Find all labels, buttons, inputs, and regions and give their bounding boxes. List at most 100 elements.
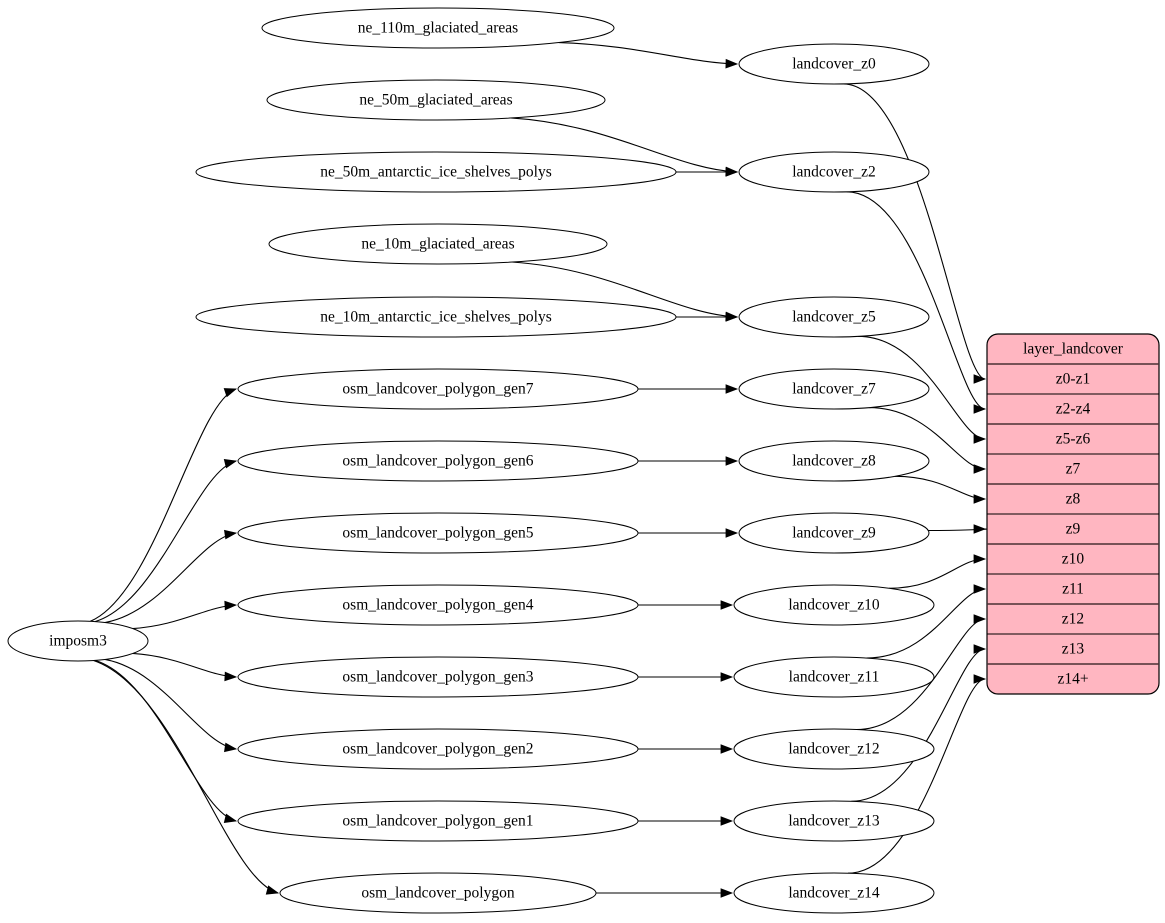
edge-arrowhead (725, 58, 739, 69)
node-label: landcover_z9 (792, 525, 876, 542)
table-row-z0-z1[interactable]: z0-z1 (987, 364, 1159, 394)
node-shape (733, 872, 935, 914)
node-shape (733, 728, 935, 770)
edges-layer (90, 41, 988, 898)
node-osm-landcover-polygon-gen2[interactable]: osm_landcover_polygon_gen2 (237, 728, 639, 770)
edge-arrowhead (720, 816, 734, 826)
node-shape (237, 728, 639, 770)
node-label: landcover_z13 (788, 813, 879, 830)
edge-landcover-z5-to-z5-z6 (857, 335, 986, 440)
table-row-z7[interactable]: z7 (987, 454, 1159, 484)
node-osm-landcover-polygon-gen4[interactable]: osm_landcover_polygon_gen4 (237, 584, 639, 626)
edge-arrowhead (725, 528, 739, 538)
node-label: ne_10m_antarctic_ice_shelves_polys (320, 309, 552, 326)
edge-arrowhead (224, 742, 238, 753)
table-row-z12[interactable]: z12 (987, 604, 1159, 634)
edge-arrowhead (973, 464, 987, 474)
node-osm-landcover-polygon[interactable]: osm_landcover_polygon (279, 872, 597, 914)
node-osm-landcover-polygon-gen3[interactable]: osm_landcover_polygon_gen3 (237, 656, 639, 698)
table-row-z13[interactable]: z13 (987, 634, 1159, 664)
node-osm-landcover-polygon-gen6[interactable]: osm_landcover_polygon_gen6 (237, 440, 639, 482)
table-row-z9[interactable]: z9 (987, 514, 1159, 544)
table-row-label: z9 (1066, 521, 1081, 538)
table-row-label: z0-z1 (1056, 371, 1090, 388)
node-osm-landcover-polygon-gen5[interactable]: osm_landcover_polygon_gen5 (237, 512, 639, 554)
node-landcover-z8[interactable]: landcover_z8 (738, 440, 930, 482)
node-ne-50m-antarctic-ice-shelves-polys[interactable]: ne_50m_antarctic_ice_shelves_polys (195, 151, 677, 193)
edge-arrowhead (725, 384, 739, 394)
edge-ne-110m-glaciated-areas-to-landcover-z0 (558, 41, 738, 65)
node-ne-10m-glaciated-areas[interactable]: ne_10m_glaciated_areas (268, 223, 608, 265)
table-row-z8[interactable]: z8 (987, 484, 1159, 514)
table-row-z10[interactable]: z10 (987, 544, 1159, 574)
edge-arrowhead (973, 524, 987, 534)
table-row-label: z10 (1062, 551, 1085, 568)
node-landcover-z12[interactable]: landcover_z12 (733, 728, 935, 770)
node-shape (195, 151, 677, 193)
node-shape (237, 800, 639, 842)
node-ne-50m-glaciated-areas[interactable]: ne_50m_glaciated_areas (266, 79, 606, 121)
node-landcover-z13[interactable]: landcover_z13 (733, 800, 935, 842)
edge-arrowhead (224, 671, 238, 682)
node-landcover-z11[interactable]: landcover_z11 (733, 656, 935, 698)
edge-arrowhead (725, 167, 739, 177)
edge-imposm3-to-osm-landcover-polygon-gen1 (94, 659, 237, 822)
node-imposm3[interactable]: imposm3 (7, 620, 149, 662)
edge-arrowhead (973, 584, 987, 594)
node-landcover-z14[interactable]: landcover_z14 (733, 872, 935, 914)
edge-arrowhead (725, 456, 739, 466)
table-row-z14+[interactable]: z14+ (987, 664, 1159, 694)
node-label: osm_landcover_polygon_gen6 (342, 453, 533, 470)
node-label: osm_landcover_polygon_gen3 (342, 669, 533, 686)
edge-arrowhead (725, 312, 739, 322)
edge-arrowhead (224, 600, 238, 611)
table-row-z2-z4[interactable]: z2-z4 (987, 394, 1159, 424)
node-shape (738, 512, 930, 554)
edge-imposm3-to-osm-landcover-polygon (93, 659, 279, 894)
node-shape (237, 656, 639, 698)
node-osm-landcover-polygon-gen7[interactable]: osm_landcover_polygon_gen7 (237, 368, 639, 410)
node-label: osm_landcover_polygon (361, 885, 515, 902)
node-shape (733, 656, 935, 698)
table-row-label: z13 (1062, 641, 1085, 658)
node-label: landcover_z11 (789, 669, 880, 686)
nodes-layer: imposm3 ne_110m_glaciated_areas ne_50m_gla… (7, 7, 935, 914)
edge-arrowhead (223, 388, 238, 398)
node-landcover-z5[interactable]: landcover_z5 (738, 296, 930, 338)
node-landcover-z2[interactable]: landcover_z2 (738, 151, 930, 193)
node-label: osm_landcover_polygon_gen5 (342, 525, 533, 542)
table-row-label: z14+ (1057, 671, 1088, 688)
node-label: landcover_z8 (792, 453, 876, 470)
node-landcover-z0[interactable]: landcover_z0 (738, 43, 930, 85)
edge-imposm3-to-osm-landcover-polygon-gen4 (132, 604, 237, 630)
node-shape (738, 151, 930, 193)
node-ne-110m-glaciated-areas[interactable]: ne_110m_glaciated_areas (261, 7, 615, 49)
table-row-label: z12 (1062, 611, 1084, 628)
table-row-z5-z6[interactable]: z5-z6 (987, 424, 1159, 454)
edge-arrowhead (223, 813, 238, 823)
edge-landcover-z14-to-z14+ (847, 678, 986, 874)
table-row-label: z2-z4 (1056, 401, 1091, 418)
node-label: landcover_z14 (788, 885, 879, 902)
node-shape (261, 7, 615, 49)
edge-arrowhead (973, 674, 987, 684)
node-landcover-z10[interactable]: landcover_z10 (733, 584, 935, 626)
node-landcover-z7[interactable]: landcover_z7 (738, 368, 930, 410)
table-header-label: layer_landcover (1023, 341, 1124, 358)
edge-arrowhead (223, 459, 238, 469)
edge-imposm3-to-osm-landcover-polygon-gen5 (104, 532, 237, 624)
node-label: ne_110m_glaciated_areas (358, 20, 518, 37)
edge-arrowhead (265, 885, 280, 895)
node-label: osm_landcover_polygon_gen2 (342, 741, 533, 758)
node-label: ne_50m_antarctic_ice_shelves_polys (320, 164, 552, 181)
edge-arrowhead (973, 434, 987, 444)
edge-landcover-z2-to-z2-z4 (846, 191, 986, 410)
node-landcover-z9[interactable]: landcover_z9 (738, 512, 930, 554)
table-row-z11[interactable]: z11 (987, 574, 1159, 604)
edge-ne-50m-glaciated-areas-to-landcover-z2 (510, 117, 738, 173)
node-osm-landcover-polygon-gen1[interactable]: osm_landcover_polygon_gen1 (237, 800, 639, 842)
node-ne-10m-antarctic-ice-shelves-polys[interactable]: ne_10m_antarctic_ice_shelves_polys (195, 296, 677, 338)
edge-arrowhead (720, 744, 734, 754)
